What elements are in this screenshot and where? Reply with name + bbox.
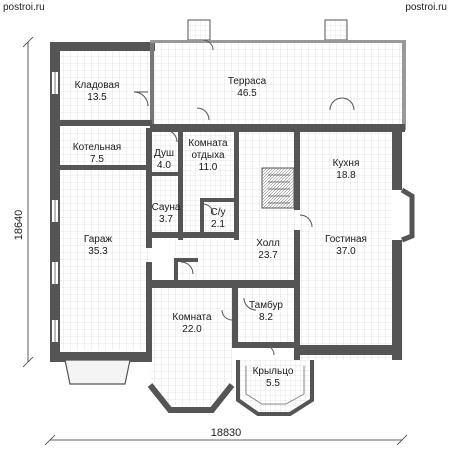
storage-label: Кладовая 13.5 bbox=[75, 80, 120, 103]
terrace-area: 46.5 bbox=[237, 88, 257, 99]
shower-name: Душ bbox=[154, 148, 174, 159]
dimension-width: 18830 bbox=[211, 427, 242, 439]
east-bay bbox=[400, 187, 415, 243]
rest-name-line1: Комната bbox=[188, 138, 228, 149]
living-area: 37.0 bbox=[336, 246, 356, 257]
porch-label: Крыльцо 5.5 bbox=[253, 366, 294, 389]
chimney-right bbox=[324, 19, 348, 41]
doors bbox=[133, 39, 355, 356]
wc-area: 2.1 bbox=[211, 219, 225, 230]
vestibule-area: 8.2 bbox=[259, 312, 273, 323]
site-label-left: postroi.ru bbox=[3, 2, 45, 13]
porch-area: 5.5 bbox=[266, 378, 280, 389]
rest-area: 11.0 bbox=[199, 162, 218, 173]
kitchen-label: Кухня 18.8 bbox=[333, 158, 360, 181]
hall-area: 23.7 bbox=[258, 250, 278, 261]
room-name: Комната bbox=[172, 312, 212, 323]
dimension-height: 18640 bbox=[13, 210, 25, 241]
dimension-lines bbox=[22, 36, 408, 446]
porch-outline bbox=[236, 360, 314, 416]
terrace-name: Терраса bbox=[228, 76, 267, 87]
hall-name: Холл bbox=[256, 238, 280, 249]
hall-label: Холл 23.7 bbox=[256, 238, 280, 261]
kitchen-name: Кухня bbox=[333, 158, 360, 169]
stairs bbox=[261, 167, 295, 209]
wc-name: С/у bbox=[211, 207, 226, 218]
living-label: Гостиная 37.0 bbox=[325, 234, 367, 257]
shower-area: 4.0 bbox=[157, 160, 171, 171]
site-label-right: postroi.ru bbox=[405, 2, 447, 13]
wc-label: С/у 2.1 bbox=[211, 207, 226, 230]
garage-name: Гараж bbox=[84, 234, 113, 245]
vestibule-name: Тамбур bbox=[249, 299, 283, 311]
room-label: Комната 22.0 bbox=[172, 312, 212, 335]
kitchen-area: 18.8 bbox=[336, 170, 356, 181]
rest-label: Комната отдыха 11.0 bbox=[188, 138, 228, 173]
vestibule-label: Тамбур 8.2 bbox=[249, 299, 283, 323]
sauna-area: 3.7 bbox=[159, 214, 173, 225]
garage-area: 35.3 bbox=[88, 246, 108, 257]
sauna-label: Сауна 3.7 bbox=[152, 202, 181, 225]
boiler-label: Котельная 7.5 bbox=[73, 142, 121, 165]
boiler-area: 7.5 bbox=[90, 154, 104, 165]
boiler-name: Котельная bbox=[73, 142, 121, 153]
living-name: Гостиная bbox=[325, 234, 367, 245]
rest-name-line2: отдыха bbox=[191, 150, 225, 161]
room-area: 22.0 bbox=[182, 324, 202, 335]
porch-name: Крыльцо bbox=[253, 366, 294, 377]
sauna-name: Сауна bbox=[152, 202, 181, 213]
garage-label: Гараж 35.3 bbox=[84, 234, 113, 257]
terrace-label: Терраса 46.5 bbox=[228, 76, 267, 99]
garage-bay bbox=[64, 359, 131, 385]
shower-label: Душ 4.0 bbox=[154, 148, 174, 171]
storage-name: Кладовая bbox=[75, 80, 120, 91]
floor-fills bbox=[60, 40, 405, 412]
storage-area: 13.5 bbox=[87, 92, 107, 103]
room-bay bbox=[147, 383, 235, 413]
room-labels: Кладовая 13.5 Терраса 46.5 Котельная 7.5… bbox=[73, 76, 367, 389]
chimney-left bbox=[187, 19, 211, 41]
